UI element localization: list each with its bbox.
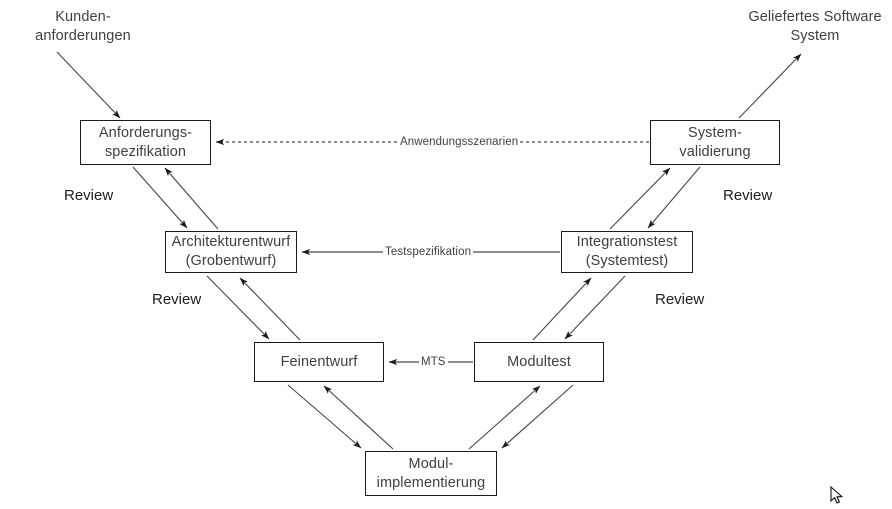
label-geliefertes-software-system: Geliefertes Software System bbox=[748, 9, 882, 44]
node-modulimplementierung[interactable]: Modul- implementierung bbox=[365, 451, 497, 496]
connector-systemvalidierung-to-geliefertes-system bbox=[738, 53, 802, 119]
label-review-right-upper: Review bbox=[723, 187, 773, 204]
label-review-left-lower: Review bbox=[152, 291, 202, 308]
label-review-right-lower: Review bbox=[655, 291, 705, 308]
connector-feinentwurf-to-architekturentwurf bbox=[239, 277, 301, 341]
connector-feinentwurf-to-modulimplementierung bbox=[287, 384, 362, 449]
edge-label-anwendungsszenarien: Anwendungsszenarien bbox=[398, 135, 521, 149]
edge-label-testspezifikation: Testspezifikation bbox=[383, 245, 474, 259]
connector-integrationstest-to-systemvalidierung bbox=[609, 167, 671, 230]
connector-architekturentwurf-to-feinentwurf bbox=[206, 275, 270, 340]
node-anforderungsspezifikation[interactable]: Anforderungs- spezifikation bbox=[80, 120, 211, 165]
connector-modultest-to-modulimplementierung bbox=[501, 384, 574, 449]
mouse-cursor-icon bbox=[830, 486, 844, 504]
connector-systemvalidierung-to-integrationstest bbox=[647, 166, 701, 229]
node-feinentwurf[interactable]: Feinentwurf bbox=[254, 342, 384, 382]
edge-label-mts: MTS bbox=[419, 355, 448, 369]
connector-modulimplementierung-to-feinentwurf bbox=[323, 385, 394, 450]
connector-modulimplementierung-to-modultest bbox=[468, 385, 541, 450]
connector-modultest-to-integrationstest bbox=[532, 277, 592, 341]
label-review-left-upper: Review bbox=[64, 187, 114, 204]
node-systemvalidierung[interactable]: System- validierung bbox=[650, 120, 780, 165]
label-kundenanforderungen: Kunden- anforderungen bbox=[35, 9, 131, 44]
node-architekturentwurf[interactable]: Architekturentwurf (Grobentwurf) bbox=[165, 231, 297, 273]
connector-architekturentwurf-to-anforderungsspezifikation bbox=[164, 167, 219, 230]
connector-anforderungsspezifikation-to-architekturentwurf bbox=[132, 166, 188, 229]
node-modultest[interactable]: Modultest bbox=[474, 342, 604, 382]
connector-integrationstest-to-modultest bbox=[564, 275, 626, 340]
connector-kundenanforderungen-to-anforderungsspezifikation bbox=[56, 51, 121, 119]
node-integrationstest[interactable]: Integrationstest (Systemtest) bbox=[561, 231, 693, 273]
